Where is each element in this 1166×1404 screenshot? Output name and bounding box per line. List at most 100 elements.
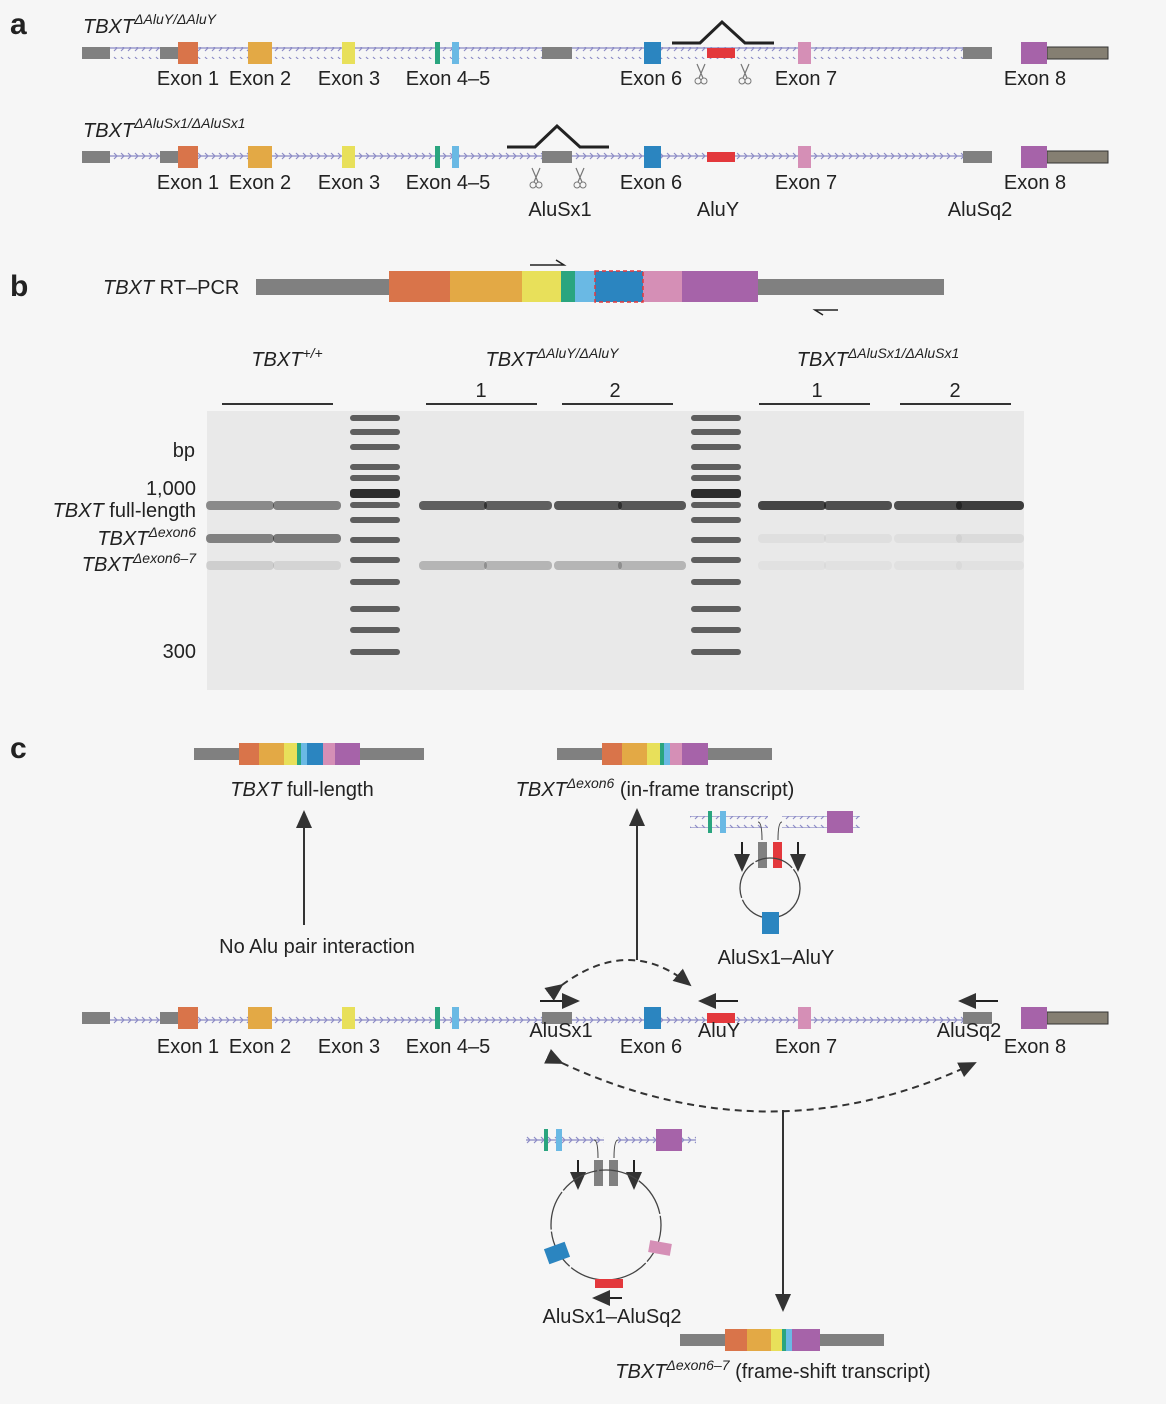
- exon8-segment: [682, 743, 708, 765]
- clone-label: 1: [475, 380, 486, 402]
- dexon6-transcript-label: TBXTΔexon6 (in-frame transcript): [516, 775, 795, 801]
- alusx1-element: [758, 842, 767, 868]
- gel-band-d67: [824, 561, 892, 570]
- exon8-segment: [792, 1329, 820, 1351]
- rtpcr-transcript: [256, 259, 944, 316]
- exon8-box: [827, 811, 853, 833]
- scissors-handle: [738, 77, 746, 85]
- exon5-segment: [786, 1329, 792, 1351]
- gel-band-d6: [956, 534, 1024, 543]
- ladder-band: [350, 415, 400, 421]
- exon5-box: [452, 42, 459, 64]
- ladder-band: [350, 537, 400, 543]
- group-header-aluy: TBXTΔAluY/ΔAluY: [486, 345, 621, 371]
- gel-band-d67: [618, 561, 686, 570]
- exon3-box: [342, 1007, 355, 1029]
- gel-band-full: [824, 501, 892, 510]
- alu-label: AluY: [698, 1020, 740, 1042]
- clone-label: 2: [609, 380, 620, 402]
- exon6-segment: [595, 271, 643, 302]
- rna-loop: [550, 1169, 662, 1281]
- strand: [613, 1139, 619, 1159]
- exon6-box: [644, 146, 661, 168]
- gel-band-d67: [206, 561, 274, 570]
- gel-band-d67: [419, 561, 487, 570]
- exon2-segment: [622, 743, 647, 765]
- exon3-segment: [771, 1329, 782, 1351]
- gel-band-d6: [206, 534, 274, 543]
- utr-box: [1046, 150, 1109, 164]
- exon1-box: [178, 1007, 198, 1029]
- gel-band-d67: [758, 561, 826, 570]
- exon6-box: [644, 1007, 661, 1029]
- ladder-band: [691, 489, 741, 498]
- bp-label: bp: [173, 440, 195, 462]
- gel-band-d6: [894, 534, 962, 543]
- ladder-band: [691, 444, 741, 450]
- dashed-interaction-arc: [544, 1048, 977, 1113]
- exon4-segment: [660, 743, 664, 765]
- alu-label: AluSq2: [948, 199, 1013, 221]
- exon-label: Exon 2: [229, 1036, 291, 1058]
- exon-label: Exon 6: [620, 68, 682, 90]
- gel-band-d6: [273, 534, 341, 543]
- exon-label: Exon 4–5: [406, 172, 491, 194]
- exon1-segment: [239, 743, 259, 765]
- scissors-handle: [529, 181, 537, 189]
- gel-band-full: [554, 501, 622, 510]
- strand: [757, 821, 763, 841]
- scissors-icon: [529, 167, 543, 189]
- ladder-band: [350, 517, 400, 523]
- gel-band-d67: [273, 561, 341, 570]
- exon-label: Exon 7: [775, 1036, 837, 1058]
- alu-element: [542, 47, 572, 59]
- exon-label: Exon 1: [157, 68, 219, 90]
- full-length-label: TBXT full-length: [53, 500, 196, 522]
- ladder-band: [691, 502, 741, 508]
- exon-label: Exon 8: [1004, 172, 1066, 194]
- exon-label: Exon 6: [620, 1036, 682, 1058]
- exon-label: Exon 3: [318, 1036, 380, 1058]
- exon3-box: [342, 146, 355, 168]
- gel-band-full: [758, 501, 826, 510]
- exon7-box: [798, 42, 811, 64]
- exon1-box: [178, 42, 198, 64]
- exon6-highlight: [594, 270, 644, 303]
- scissors-blade: [740, 63, 750, 79]
- exon2-box: [248, 42, 272, 64]
- paired-alu-element: [609, 1160, 618, 1186]
- transcript-dexon6-7: [680, 1329, 884, 1351]
- alu-element: [542, 1012, 572, 1024]
- intron-line: [690, 816, 768, 828]
- exon7-segment: [670, 743, 682, 765]
- gel-band-full: [956, 501, 1024, 510]
- reverse-primer-arrow: [812, 309, 838, 316]
- ladder-band: [350, 429, 400, 435]
- scissors-icon: [573, 167, 587, 189]
- ladder-band: [350, 502, 400, 508]
- exon4-box: [435, 42, 440, 64]
- exon8-segment: [682, 271, 758, 302]
- ladder-band: [691, 464, 741, 470]
- exon7-box: [798, 1007, 811, 1029]
- panel-label-b: b: [10, 270, 28, 303]
- exon2-segment: [747, 1329, 771, 1351]
- scissors-blade: [696, 63, 706, 79]
- rna-loop: [739, 857, 801, 919]
- exon1-segment: [725, 1329, 747, 1351]
- exon3-segment: [522, 271, 561, 302]
- scissors-handle: [573, 181, 581, 189]
- alu-element: [963, 1012, 992, 1024]
- gel-band-d6: [824, 534, 892, 543]
- ladder-band: [691, 606, 741, 612]
- group-header-wt: TBXT+/+: [251, 345, 322, 371]
- scissors-icon: [738, 63, 752, 85]
- intron-line: [526, 1134, 604, 1146]
- scissors-blade: [575, 167, 585, 183]
- dexon6-label: TBXTΔexon6: [97, 524, 196, 550]
- scissors-blade: [531, 167, 541, 183]
- exon4-box: [544, 1129, 548, 1151]
- exon6-box: [644, 42, 661, 64]
- exon2-box: [248, 146, 272, 168]
